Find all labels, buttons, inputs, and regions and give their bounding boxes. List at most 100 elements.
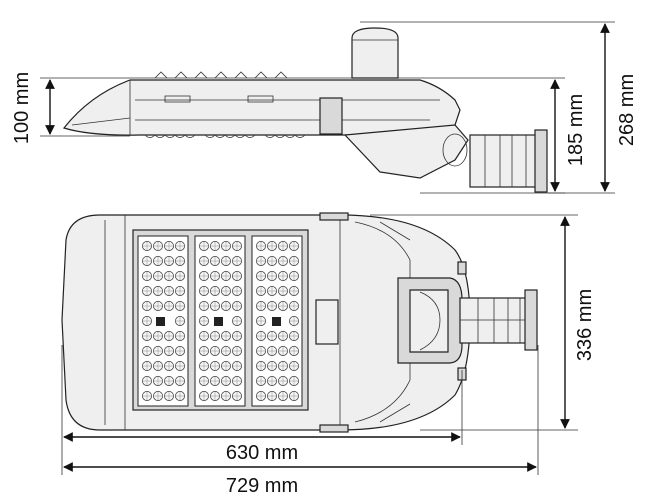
led-lens-cross xyxy=(256,271,266,281)
side-pole-clamp xyxy=(469,129,548,193)
led-lens-cross xyxy=(210,346,220,356)
led-lens-cross xyxy=(221,361,231,371)
dim-body-length: 630 mm xyxy=(226,442,298,464)
led-lens-cross xyxy=(142,241,152,251)
led-lens-cross xyxy=(142,271,152,281)
led-lens-cross xyxy=(267,391,277,401)
led-lens-cross xyxy=(142,391,152,401)
led-lens-cross xyxy=(199,286,209,296)
led-lens-cross xyxy=(289,361,299,371)
led-lens-cross xyxy=(267,286,277,296)
led-lens-cross xyxy=(164,241,174,251)
led-lens-cross xyxy=(289,256,299,266)
led-lens-cross xyxy=(232,316,242,326)
led-lens-cross xyxy=(256,376,266,386)
led-module-1-center xyxy=(156,317,165,326)
led-lens-cross xyxy=(221,271,231,281)
side-latch xyxy=(319,97,343,135)
led-lens-cross xyxy=(199,241,209,251)
led-lens-cross xyxy=(175,301,185,311)
dim-mid-height: 185 mm xyxy=(565,94,587,166)
led-lens-cross xyxy=(278,301,288,311)
led-lens-cross xyxy=(256,241,266,251)
led-lens-cross xyxy=(278,271,288,281)
led-lens-cross xyxy=(221,241,231,251)
led-lens-cross xyxy=(199,391,209,401)
led-lens-cross xyxy=(164,391,174,401)
heat-sink-fins xyxy=(154,71,288,79)
top-dimensions xyxy=(61,214,578,475)
led-lens-cross xyxy=(221,376,231,386)
led-lens-cross xyxy=(232,376,242,386)
led-lens-cross xyxy=(175,271,185,281)
led-lens-cross xyxy=(256,316,266,326)
led-lens-cross xyxy=(210,331,220,341)
led-lens-cross xyxy=(256,256,266,266)
led-lens-cross xyxy=(221,331,231,341)
sensor-dome xyxy=(351,27,399,79)
led-lens-cross xyxy=(164,346,174,356)
led-lens-cross xyxy=(153,361,163,371)
led-lens-cross xyxy=(278,256,288,266)
led-lens-cross xyxy=(153,301,163,311)
driver-latch xyxy=(315,299,339,345)
led-lens-cross xyxy=(278,286,288,296)
led-lens-cross xyxy=(210,241,220,251)
led-lens-cross xyxy=(142,361,152,371)
led-lens-cross xyxy=(142,286,152,296)
led-lens-cross xyxy=(289,391,299,401)
led-lens-cross xyxy=(256,331,266,341)
led-module-3-center xyxy=(272,317,281,326)
led-lens-cross xyxy=(289,316,299,326)
led-lens-cross xyxy=(289,331,299,341)
top-view xyxy=(61,212,538,433)
led-lens-cross xyxy=(210,286,220,296)
led-lens-cross xyxy=(267,361,277,371)
led-lens-cross xyxy=(164,256,174,266)
led-lens-cross xyxy=(221,286,231,296)
led-grid xyxy=(142,241,299,401)
led-lens-cross xyxy=(175,361,185,371)
led-lens-cross xyxy=(164,286,174,296)
led-lens-cross xyxy=(175,376,185,386)
dim-total-height: 268 mm xyxy=(616,74,638,146)
led-lens-cross xyxy=(175,391,185,401)
led-lens-cross xyxy=(164,271,174,281)
led-lens-cross xyxy=(267,256,277,266)
led-lens-cross xyxy=(199,301,209,311)
led-lens-cross xyxy=(153,241,163,251)
led-lens-cross xyxy=(142,346,152,356)
dim-module-width: 336 mm xyxy=(574,289,596,361)
dim-total-length: 729 mm xyxy=(226,475,298,497)
side-body xyxy=(62,79,461,136)
led-lens-cross xyxy=(153,346,163,356)
bottom-clip xyxy=(319,424,349,433)
led-lens-cross xyxy=(221,301,231,311)
led-lens-cross xyxy=(289,271,299,281)
led-lens-cross xyxy=(199,316,209,326)
side-view xyxy=(62,27,548,193)
led-lens-cross xyxy=(232,331,242,341)
led-lens-cross xyxy=(289,301,299,311)
led-lens-cross xyxy=(153,271,163,281)
led-lens-cross xyxy=(142,316,152,326)
top-pole-clamp xyxy=(459,289,538,351)
led-lens-cross xyxy=(210,376,220,386)
led-lens-cross xyxy=(221,391,231,401)
led-lens-cross xyxy=(175,241,185,251)
led-lens-cross xyxy=(221,346,231,356)
led-lens-cross xyxy=(142,256,152,266)
led-lens-cross xyxy=(153,286,163,296)
led-lens-cross xyxy=(278,346,288,356)
led-lens-cross xyxy=(164,376,174,386)
led-lens-cross xyxy=(267,271,277,281)
led-lens-cross xyxy=(267,301,277,311)
led-lens-cross xyxy=(164,301,174,311)
led-lens-cross xyxy=(267,346,277,356)
led-lens-cross xyxy=(232,301,242,311)
led-lens-cross xyxy=(199,346,209,356)
dim-side-height: 100 mm xyxy=(11,72,33,144)
led-lens-cross xyxy=(232,241,242,251)
led-lens-cross xyxy=(142,376,152,386)
led-lens-cross xyxy=(175,331,185,341)
